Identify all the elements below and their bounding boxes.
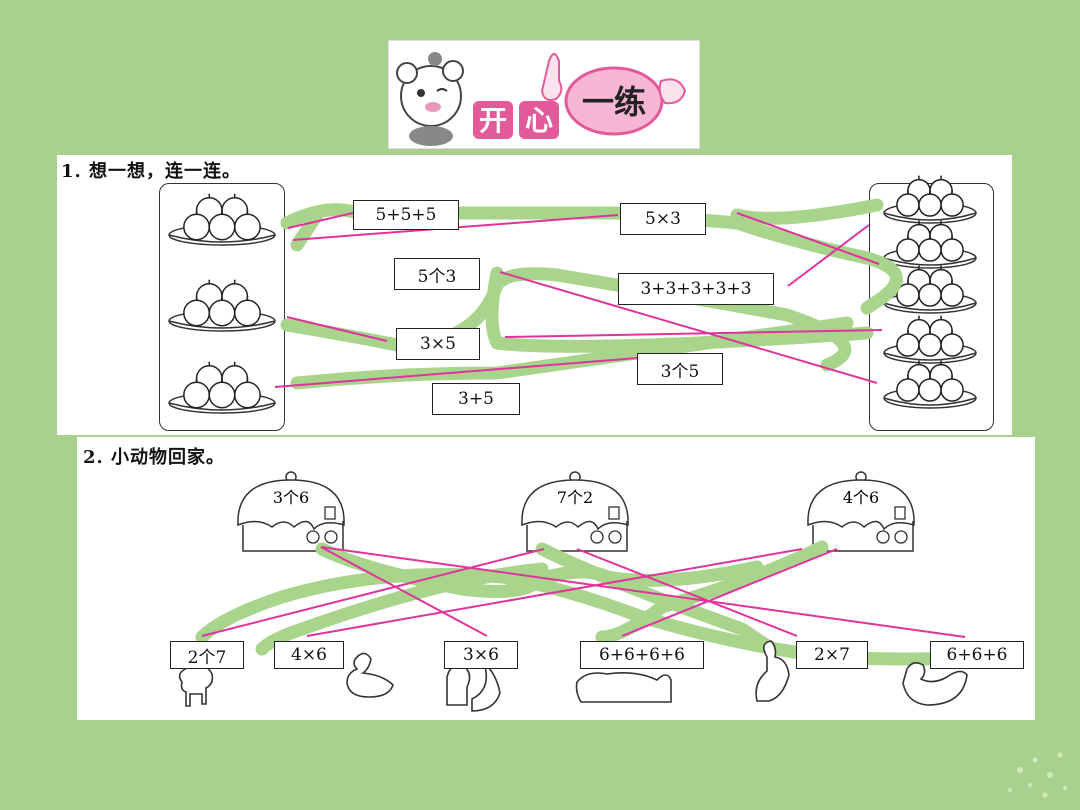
house-icon: 4个6: [807, 471, 915, 552]
dog-icon: [178, 664, 214, 707]
sparkle-decoration-icon: [1008, 752, 1067, 798]
house-icon: 7个2: [521, 471, 629, 552]
pointing-hand-icon: [540, 53, 563, 101]
cat-icon: [575, 672, 672, 703]
banner-art: 开 心 一练: [396, 52, 687, 146]
kai-badge: 开: [473, 101, 513, 139]
banner-char-2: 心: [525, 104, 553, 137]
hand-icon: [658, 78, 687, 105]
house-label: 4个6: [843, 488, 879, 507]
house-label: 3个6: [273, 488, 309, 507]
banner-char-1: 开: [479, 104, 507, 137]
question-1-title: 1. 想一想，连一连。: [61, 161, 242, 182]
expr-box-3x5: 3×5: [396, 328, 480, 360]
apple-plate-icon: [883, 220, 977, 269]
animals: [178, 640, 968, 712]
pink-answer-lines: [201, 546, 966, 638]
rabbit-icon: [755, 640, 790, 702]
squirrel-icon: [446, 660, 501, 712]
expr-box-5plus5plus5: 5+5+5: [353, 200, 459, 230]
apple-plate-icon: [168, 361, 276, 414]
house-label: 7个2: [557, 488, 593, 507]
apple-plate-icon: [883, 265, 977, 314]
bear-mascot-icon: [396, 52, 464, 146]
apple-plate-icon: [883, 360, 977, 409]
houses: 3个6 7个2 4个6: [237, 471, 915, 552]
animal-box-rabbit: 2×7: [796, 641, 868, 669]
title-oval: 一练: [564, 66, 664, 136]
animal-box-dog: 2个7: [170, 641, 244, 669]
expr-box-3plus5: 3+5: [432, 383, 520, 415]
house-icon: 3个6: [237, 471, 345, 552]
apple-plate-icon: [168, 193, 276, 246]
right-plates: [883, 175, 977, 409]
left-apple-tray: [159, 183, 285, 431]
apple-plate-icon: [168, 279, 276, 332]
animal-box-duck: 4×6: [274, 641, 344, 669]
question-2-title: 2. 小动物回家。: [83, 447, 226, 468]
expr-box-3x5-sum: 3+3+3+3+3: [618, 273, 774, 305]
duck-icon: [346, 652, 394, 698]
expr-box-5x3: 5×3: [620, 203, 706, 235]
animal-box-cat: 6+6+6+6: [580, 641, 704, 669]
apple-plate-icon: [883, 175, 977, 224]
green-answer-lines: [280, 198, 903, 390]
banner: 开 心 一练: [388, 40, 700, 149]
apple-plate-icon: [883, 315, 977, 364]
question-1-panel: 1. 想一想，连一连。 5+5+5 5×3 5个3 3+3+3+3+: [57, 155, 1012, 435]
banner-title: 一练: [582, 83, 646, 121]
q1-drawing: [168, 175, 977, 414]
left-plates: [168, 193, 276, 414]
expr-box-3of5: 3个5: [637, 353, 723, 385]
expr-box-5of3: 5个3: [394, 258, 480, 290]
xin-badge: 心: [519, 101, 559, 139]
rooster-icon: [902, 661, 968, 706]
pink-answer-lines: [274, 212, 883, 388]
q2-drawing: 3个6 7个2 4个6: [178, 471, 989, 712]
animal-box-squirrel: 3×6: [444, 641, 518, 669]
animal-box-rooster: 6+6+6: [930, 641, 1024, 669]
